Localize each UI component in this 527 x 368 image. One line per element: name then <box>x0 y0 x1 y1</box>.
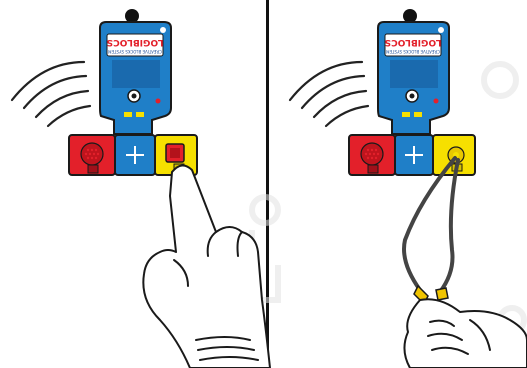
subtitle-label: CREATIVE BLOCKS SYSTEM <box>108 49 162 54</box>
signal-waves-icon <box>290 62 368 126</box>
speaker-block <box>69 135 115 175</box>
hook-icon <box>125 9 139 23</box>
hook-icon <box>403 9 417 23</box>
touch-contact-block <box>433 135 475 175</box>
tag-dot-icon <box>160 27 166 33</box>
signal-waves-icon <box>12 62 90 126</box>
led-icon <box>156 99 161 104</box>
brand-label: LOGIBLOCS <box>385 37 442 47</box>
subtitle-label: CREATIVE BLOCKS SYSTEM <box>386 49 440 54</box>
right-panel: LOGIBLOCS CREATIVE BLOCKS SYSTEM <box>290 9 527 368</box>
sound-device-block: LOGIBLOCS CREATIVE BLOCKS SYSTEM <box>378 22 449 134</box>
plus-block <box>115 135 155 175</box>
watermark-icon <box>484 64 524 332</box>
plus-block <box>395 135 433 175</box>
brand-label: LOGIBLOCS <box>107 37 164 47</box>
speaker-block <box>349 135 395 175</box>
hand-pointer-icon <box>143 165 270 368</box>
tag-dot-icon <box>438 27 444 33</box>
probe-wires <box>404 158 458 292</box>
left-panel: LOGIBLOCS CREATIVE BLOCKS SYSTEM <box>12 9 278 368</box>
panel-divider <box>266 0 269 368</box>
led-icon <box>434 99 439 104</box>
sound-device-block: LOGIBLOCS CREATIVE BLOCKS SYSTEM <box>100 22 171 134</box>
